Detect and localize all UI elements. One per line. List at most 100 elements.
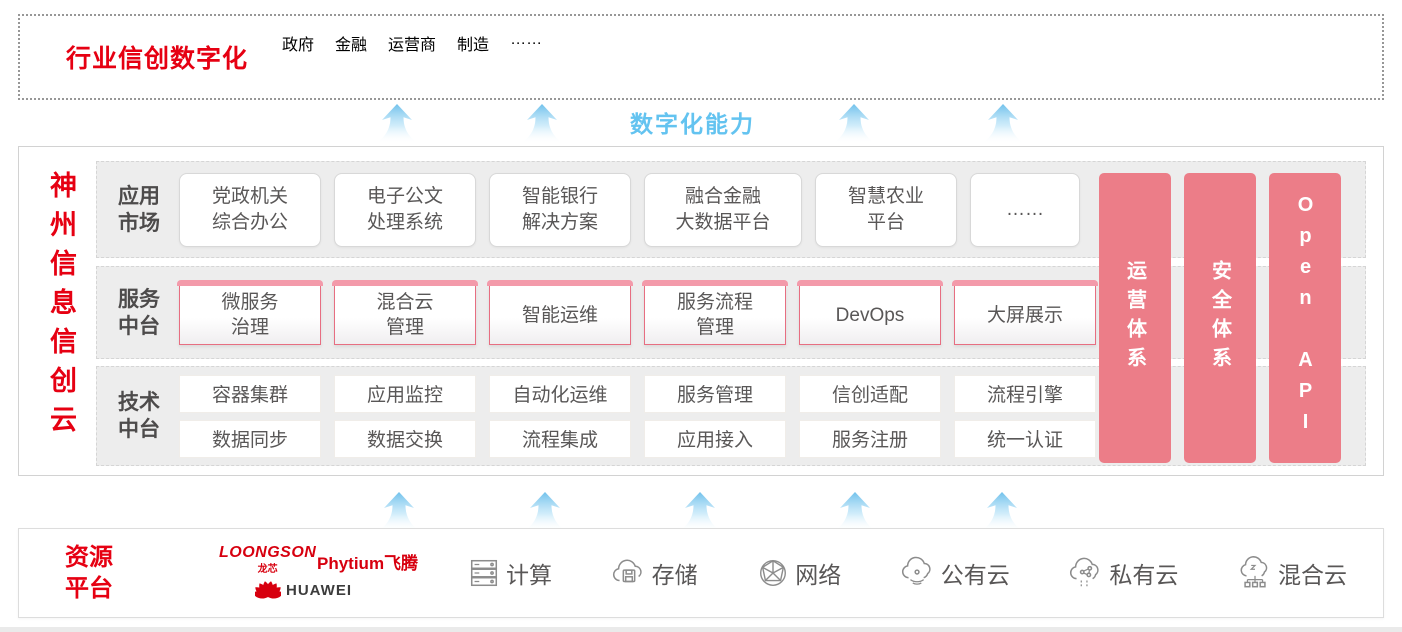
up-arrow-icon xyxy=(679,492,721,532)
service-box-label: 智能运维 xyxy=(521,304,598,326)
service-box: 微服务 治理 xyxy=(177,280,323,345)
resource-item-compute: 计算 xyxy=(467,556,552,590)
side-bar: 安全体系 xyxy=(1184,173,1256,463)
service-box: 大屏展示 xyxy=(952,280,1098,345)
service-box: 服务流程 管理 xyxy=(642,280,788,345)
tech-box-label: 应用接入 xyxy=(676,430,753,451)
app-box-label: …… xyxy=(1006,198,1044,220)
compute-icon xyxy=(470,559,498,587)
sector-box: 金融 xyxy=(335,31,367,55)
sector-label: 政府 xyxy=(282,37,315,54)
tech-box-label: 流程集成 xyxy=(521,430,598,451)
up-arrow-icon xyxy=(834,492,876,532)
tech-box: 信创适配 xyxy=(799,374,941,413)
service-box: 混合云 管理 xyxy=(332,280,478,345)
resource-item-network: 网络 xyxy=(756,556,841,590)
sector-label: 制造 xyxy=(457,37,490,54)
sector-label: 运营商 xyxy=(388,37,437,54)
public-cloud-icon xyxy=(901,556,931,585)
service-boxes: 微服务 治理 混合云 管理 智能运维 服务流程 管理 DevOps 大屏展示 xyxy=(177,280,1098,345)
sector-box: 制造 xyxy=(457,31,489,55)
tech-box-label: 统一认证 xyxy=(986,430,1063,451)
app-market-boxes: 党政机关 综合办公 电子公文 处理系统 智能银行 解决方案 融合金融 大数据平台… xyxy=(179,172,1080,247)
resource-item-label: 公有云 xyxy=(940,562,1010,588)
tech-box: 流程集成 xyxy=(489,419,631,458)
tech-box-label: 流程引擎 xyxy=(986,385,1063,406)
hybrid-cloud-icon xyxy=(1240,556,1268,588)
app-box: 电子公文 处理系统 xyxy=(334,172,476,247)
app-box: 融合金融 大数据平台 xyxy=(644,172,802,247)
tech-box-label: 数据交换 xyxy=(366,430,443,451)
app-box: 智能银行 解决方案 xyxy=(489,172,631,247)
resource-item-label: 计算 xyxy=(506,562,552,588)
sector-row: 政府 金融 运营商 制造 …… xyxy=(282,31,542,55)
industry-banner-title: 行业信创数字化 xyxy=(66,45,249,73)
app-market-label: 应用 市场 xyxy=(118,184,160,235)
tech-middle-label: 技术 中台 xyxy=(118,391,160,441)
resource-item-storage: 存储 xyxy=(611,556,698,590)
resource-item-public-cloud: 公有云 xyxy=(900,556,1010,590)
loongson-logo-text: LOONGSON xyxy=(219,544,317,561)
side-bar-label: 运营体系 xyxy=(1123,260,1146,376)
industry-banner: 行业信创数字化 政府 金融 运营商 制造 …… xyxy=(18,14,1384,100)
tech-box-label: 服务管理 xyxy=(676,385,753,406)
tech-box: 统一认证 xyxy=(954,419,1096,458)
tech-box-label: 信创适配 xyxy=(831,385,908,406)
tech-box: 数据交换 xyxy=(334,419,476,458)
app-box-label: 党政机关 综合办公 xyxy=(211,185,288,233)
resource-item-hybrid-cloud: 混合云 xyxy=(1237,556,1347,590)
service-box-label: DevOps xyxy=(835,304,905,326)
service-box-label: 混合云 管理 xyxy=(376,292,434,338)
app-box-label: 电子公文 处理系统 xyxy=(366,185,443,233)
platform-title: 神州信息信创云 xyxy=(46,171,76,444)
side-bar: 运营体系 xyxy=(1099,173,1171,463)
up-arrow-icon xyxy=(376,104,418,144)
service-box: 智能运维 xyxy=(487,280,633,345)
resource-item-label: 存储 xyxy=(651,562,698,588)
tech-box: 应用监控 xyxy=(334,374,476,413)
service-box: DevOps xyxy=(797,280,943,345)
up-arrow-icon xyxy=(833,104,875,144)
service-middle-label: 服务 中台 xyxy=(118,287,160,338)
up-arrow-icon xyxy=(378,492,420,532)
tech-box: 自动化运维 xyxy=(489,374,631,413)
resource-item-label: 私有云 xyxy=(1109,562,1179,588)
tech-box-label: 服务注册 xyxy=(831,430,908,451)
network-icon xyxy=(760,559,787,586)
side-bar-label: Open API xyxy=(1294,194,1317,442)
huawei-flower-icon xyxy=(255,581,281,599)
sector-box: 运营商 xyxy=(388,31,436,55)
service-box-label: 大屏展示 xyxy=(986,304,1063,326)
side-bar: Open API xyxy=(1269,173,1341,463)
app-box: …… xyxy=(970,172,1080,247)
service-box-label: 微服务 治理 xyxy=(221,292,279,338)
bottom-divider xyxy=(0,627,1402,632)
app-box-label: 智慧农业 平台 xyxy=(847,185,924,233)
app-box: 智慧农业 平台 xyxy=(815,172,957,247)
tech-box: 服务注册 xyxy=(799,419,941,458)
capability-label: 数字化能力 xyxy=(630,111,755,137)
resource-platform-title: 资源 平台 xyxy=(65,544,113,602)
up-arrow-icon xyxy=(981,492,1023,532)
tech-box-label: 容器集群 xyxy=(211,385,288,406)
huawei-logo-text: HUAWEI xyxy=(286,581,352,599)
tech-box-label: 自动化运维 xyxy=(512,385,608,406)
tech-box-label: 应用监控 xyxy=(366,385,443,406)
sector-label: …… xyxy=(510,31,543,48)
huawei-logo: HUAWEI xyxy=(255,577,352,603)
up-arrow-icon xyxy=(982,104,1024,144)
storage-icon xyxy=(612,559,642,583)
service-box-label: 服务流程 管理 xyxy=(676,292,753,338)
platform-box: 神州信息信创云 应用 市场 党政机关 综合办公 电子公文 处理系统 智能银行 解… xyxy=(18,146,1384,476)
sector-label: 金融 xyxy=(335,37,368,54)
tech-box: 流程引擎 xyxy=(954,374,1096,413)
resource-item-private-cloud: 私有云 xyxy=(1068,556,1178,590)
resource-platform-box: 资源 平台 LOONGSON 龙芯 Phytium飞腾 HU xyxy=(18,528,1384,618)
tech-box: 服务管理 xyxy=(644,374,786,413)
private-cloud-icon xyxy=(1070,557,1100,587)
loongson-logo: LOONGSON 龙芯 xyxy=(219,544,316,575)
loongson-logo-subtext: 龙芯 xyxy=(257,564,278,575)
resource-item-label: 混合云 xyxy=(1277,562,1347,588)
app-box: 党政机关 综合办公 xyxy=(179,172,321,247)
